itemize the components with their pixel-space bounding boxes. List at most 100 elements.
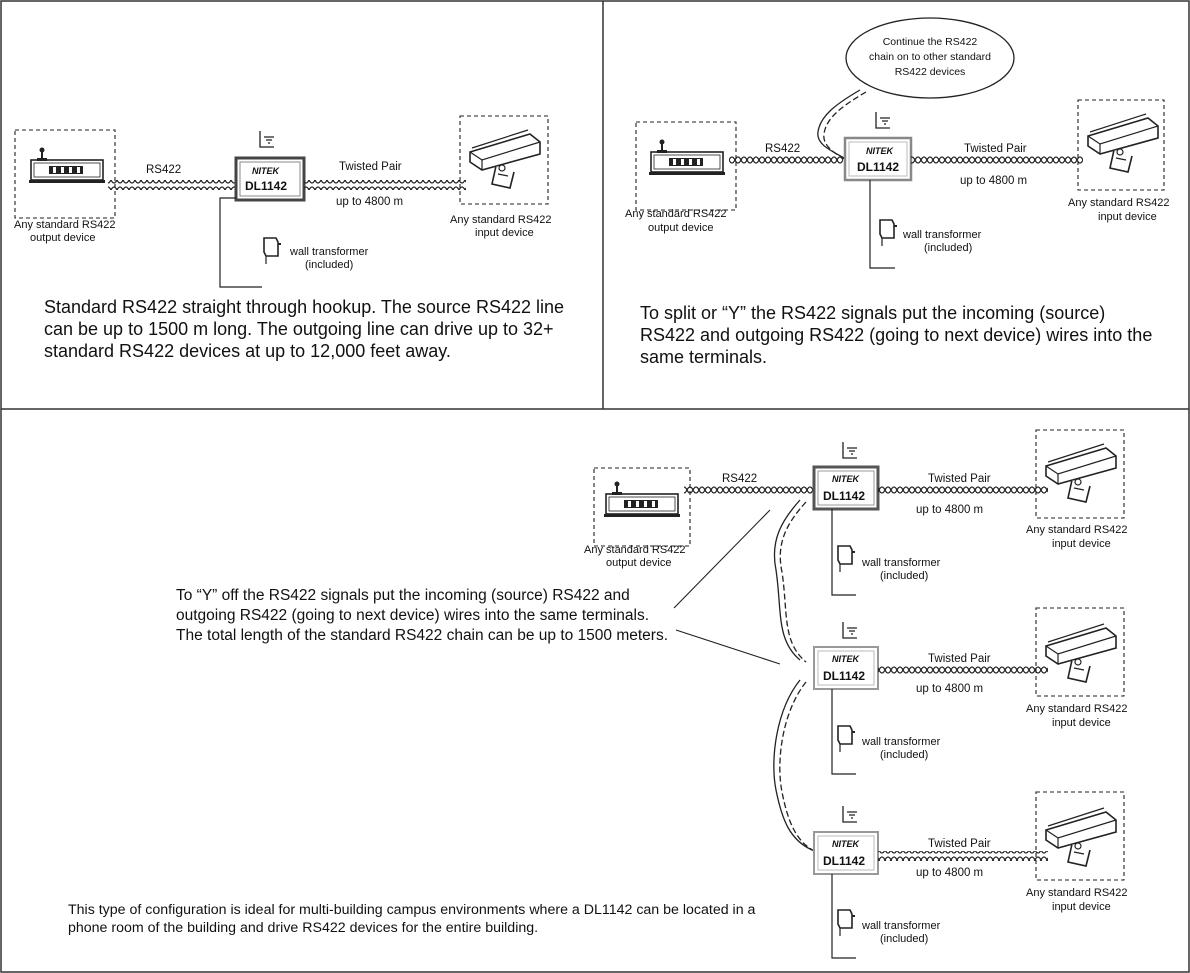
rs422-controller-icon bbox=[28, 146, 106, 184]
input-device-box bbox=[1035, 429, 1125, 519]
rs422-twisted-wire bbox=[729, 155, 843, 165]
ground-icon bbox=[842, 441, 858, 459]
panel3-diagram: Any standard RS422 output device RS422 N… bbox=[584, 429, 1128, 959]
rs422-label: RS422 bbox=[765, 143, 800, 155]
twisted-pair-wire bbox=[911, 156, 1083, 166]
panel2-diagram: Any standard RS422 output device RS422 C… bbox=[625, 17, 1170, 269]
model-label: DL1142 bbox=[857, 160, 899, 174]
ground-icon bbox=[842, 621, 858, 639]
rs422-controller-icon bbox=[648, 138, 726, 176]
output-device-box bbox=[635, 121, 737, 211]
wall-transformer-icon bbox=[837, 909, 856, 937]
wall-transformer-icon bbox=[837, 545, 856, 573]
input-device-label-1: Any standard RS422 bbox=[1068, 197, 1170, 209]
output-device-label-2: output device bbox=[648, 222, 713, 234]
input-device-label-1: Any standard RS422 bbox=[1026, 703, 1128, 715]
ground-icon bbox=[259, 130, 275, 148]
distance-label: up to 4800 m bbox=[916, 504, 983, 516]
wall-transformer-icon bbox=[837, 725, 856, 753]
distance-label: up to 4800 m bbox=[916, 683, 983, 695]
input-device-box bbox=[459, 115, 549, 205]
twisted-pair-wire bbox=[878, 851, 1048, 861]
transformer-label-2: (included) bbox=[305, 259, 353, 271]
transformer-label-1: wall transformer bbox=[289, 246, 369, 258]
twisted-pair-label: Twisted Pair bbox=[339, 161, 402, 173]
distance-label: up to 4800 m bbox=[916, 867, 983, 879]
input-device-label-2: input device bbox=[1052, 901, 1111, 913]
dl1142-unit bbox=[813, 646, 879, 690]
twisted-pair-label: Twisted Pair bbox=[928, 838, 991, 850]
input-device-label-1: Any standard RS422 bbox=[1026, 524, 1128, 536]
input-device-box bbox=[1035, 607, 1125, 697]
unit-1: NITEK DL1142 Twisted Pair up to 4800 m A… bbox=[812, 429, 1128, 596]
output-device-label-2: output device bbox=[30, 232, 95, 244]
rs422-label: RS422 bbox=[146, 164, 181, 176]
panel1-diagram: Any standard RS422 output device RS422 N… bbox=[14, 115, 552, 288]
output-device-box bbox=[14, 129, 116, 219]
input-device-label-1: Any standard RS422 bbox=[1026, 887, 1128, 899]
transformer-label-2: (included) bbox=[880, 749, 928, 761]
twisted-pair-wire bbox=[304, 180, 466, 190]
dl1142-unit bbox=[234, 156, 306, 202]
camera-icon bbox=[1045, 807, 1117, 867]
input-device-label-2: input device bbox=[1052, 538, 1111, 550]
camera-icon bbox=[1045, 623, 1117, 683]
transformer-label-2: (included) bbox=[880, 570, 928, 582]
nitek-logo-text: NITEK bbox=[866, 146, 895, 156]
nitek-logo-text: NITEK bbox=[832, 474, 861, 484]
input-device-label-2: input device bbox=[475, 227, 534, 239]
continue-chain-bubble bbox=[845, 17, 1015, 99]
nitek-logo-text: NITEK bbox=[832, 654, 861, 664]
unit-2: NITEK DL1142 Twisted Pair up to 4800 m A… bbox=[813, 607, 1128, 775]
model-label: DL1142 bbox=[245, 179, 287, 193]
model-label: DL1142 bbox=[823, 854, 865, 868]
panel3-bottom-caption: This type of configuration is ideal for … bbox=[68, 902, 756, 936]
dl1142-unit bbox=[813, 831, 879, 875]
unit-3: NITEK DL1142 Twisted Pair up to 4800 m A… bbox=[813, 791, 1128, 959]
nitek-logo-text: NITEK bbox=[252, 166, 281, 176]
twisted-pair-wire bbox=[878, 486, 1048, 496]
rs422-twisted-wire bbox=[684, 486, 814, 496]
rs422-twisted-wire bbox=[108, 180, 238, 190]
output-device-label-2: output device bbox=[606, 557, 671, 569]
twisted-pair-wire bbox=[878, 666, 1048, 676]
transformer-label-1: wall transformer bbox=[861, 557, 941, 569]
input-device-label-2: input device bbox=[1052, 717, 1111, 729]
output-device-label-1: Any standard RS422 bbox=[584, 544, 686, 556]
twisted-pair-label: Twisted Pair bbox=[928, 653, 991, 665]
wall-transformer-icon bbox=[879, 219, 898, 247]
dl1142-unit bbox=[843, 136, 913, 182]
rs422-label: RS422 bbox=[722, 473, 757, 485]
rs422-controller-icon bbox=[603, 480, 681, 518]
ground-icon bbox=[875, 111, 891, 129]
panel1-caption: Standard RS422 straight through hookup. … bbox=[44, 297, 565, 361]
bubble-line-2: chain on to other standard bbox=[869, 51, 991, 63]
camera-icon bbox=[469, 129, 541, 189]
input-device-label-1: Any standard RS422 bbox=[450, 214, 552, 226]
output-device-box bbox=[593, 467, 691, 547]
nitek-logo-text: NITEK bbox=[832, 839, 861, 849]
transformer-label-2: (included) bbox=[880, 933, 928, 945]
output-device-label-1: Any standard RS422 bbox=[625, 208, 727, 220]
distance-label: up to 4800 m bbox=[960, 175, 1027, 187]
twisted-pair-label: Twisted Pair bbox=[928, 473, 991, 485]
model-label: DL1142 bbox=[823, 489, 865, 503]
panel3-y-caption: To “Y” off the RS422 signals put the inc… bbox=[176, 587, 669, 644]
panel2-caption: To split or “Y” the RS422 signals put th… bbox=[640, 303, 1153, 367]
bubble-line-1: Continue the RS422 bbox=[883, 36, 978, 48]
camera-icon bbox=[1045, 443, 1117, 503]
camera-icon bbox=[1087, 113, 1159, 173]
bubble-line-3: RS422 devices bbox=[895, 66, 966, 78]
ground-icon bbox=[842, 805, 858, 823]
model-label: DL1142 bbox=[823, 669, 865, 683]
twisted-pair-label: Twisted Pair bbox=[964, 143, 1027, 155]
output-device-label-1: Any standard RS422 bbox=[14, 219, 116, 231]
transformer-label-2: (included) bbox=[924, 242, 972, 254]
input-device-box bbox=[1035, 791, 1125, 881]
transformer-label-1: wall transformer bbox=[902, 229, 982, 241]
distance-label: up to 4800 m bbox=[336, 196, 403, 208]
input-device-label-2: input device bbox=[1098, 211, 1157, 223]
transformer-label-1: wall transformer bbox=[861, 736, 941, 748]
